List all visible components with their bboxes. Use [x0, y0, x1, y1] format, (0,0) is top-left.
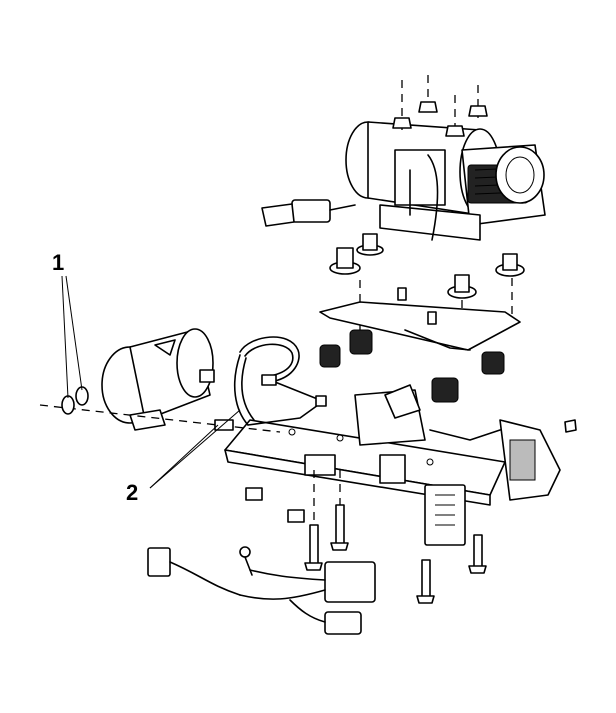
lower-base-bracket — [224, 384, 561, 546]
upper-motor-pump-unit — [261, 121, 546, 241]
upper-nuts — [392, 75, 488, 137]
lower-bolts — [245, 419, 577, 604]
hose-assembly — [214, 336, 327, 431]
callout-leaders — [61, 275, 241, 489]
retaining-clips — [39, 386, 281, 433]
rubber-mounts — [319, 329, 505, 403]
wiring-harness — [147, 546, 376, 635]
left-motor-assembly — [101, 328, 215, 431]
callout-1-label: 1 — [52, 250, 65, 275]
upper-bracket-plate — [319, 287, 521, 351]
upper-isolators — [329, 233, 525, 330]
callout-2-label: 2 — [126, 480, 139, 505]
